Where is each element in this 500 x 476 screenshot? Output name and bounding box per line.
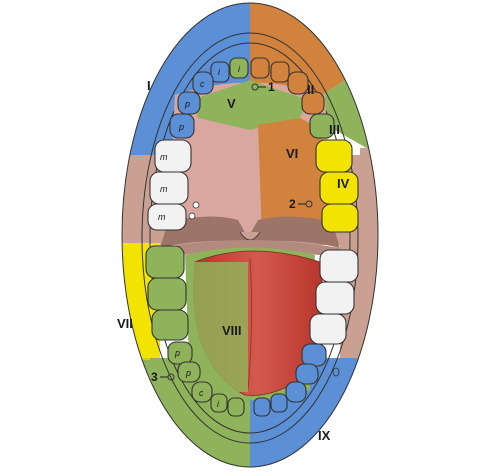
lower-molar-r2 [315, 281, 355, 315]
lower-premolar-r2 [295, 363, 319, 385]
label-lower-premolar-1: p [174, 348, 180, 358]
upper-incisor-1 [229, 57, 249, 79]
marker-3: 3 [151, 370, 175, 384]
upper-molar-l3 [147, 203, 187, 231]
upper-premolar-r1 [301, 91, 325, 115]
lower-molar-l3 [151, 309, 189, 341]
region-label-ii: II [307, 82, 314, 97]
lower-incisor-2 [227, 397, 245, 417]
label-upper-incisor-l: i [218, 67, 221, 77]
lower-teeth [145, 245, 359, 417]
lower-premolar-l2 [177, 361, 201, 383]
lower-canine-right [285, 381, 307, 403]
upper-incisor-3 [210, 61, 230, 83]
upper-incisor-4 [270, 61, 290, 83]
label-upper-premolar-2: p [178, 122, 184, 132]
region-label-viii: VIII [222, 323, 242, 338]
lower-premolar-r1 [301, 343, 327, 367]
lower-incisor-1 [210, 393, 228, 413]
label-lower-premolar-2: p [185, 368, 191, 378]
label-upper-canine: c [200, 79, 205, 89]
region-label-i: I [147, 78, 151, 93]
region-label-vi: VI [286, 146, 298, 161]
inner-lip-outline [141, 32, 359, 444]
region-label-vii: VII [117, 316, 133, 331]
upper-molar-r1 [315, 139, 353, 173]
upper-premolar-r2 [309, 113, 335, 139]
palatine-dot-1 [192, 201, 200, 209]
gum-outline [149, 42, 351, 434]
lower-molar-r1 [319, 249, 359, 283]
upper-teeth [147, 57, 359, 233]
lower-molar-r3 [309, 313, 347, 345]
region-v-fill [192, 80, 308, 130]
region-vii-fade [122, 340, 150, 360]
region-label-v: V [227, 96, 236, 111]
pointer-arrow-icon [305, 200, 313, 208]
upper-premolar-l2 [169, 113, 195, 139]
region-right-cheek-fill [360, 148, 378, 243]
region-label-iv: IV [337, 176, 350, 191]
upper-incisor-2 [250, 57, 270, 79]
label-upper-incisor-c: i [238, 64, 241, 74]
upper-molar-r3 [321, 203, 359, 233]
upper-molar-l2 [149, 171, 189, 205]
outer-lip-outline [121, 2, 379, 468]
lower-molar-l1 [145, 245, 185, 279]
region-label-iii: III [329, 122, 340, 137]
label-upper-premolar-1: p [184, 99, 190, 109]
region-label-ix: IX [318, 428, 331, 443]
marker-1: 1 [251, 80, 275, 94]
label-upper-molar-3: m [158, 212, 166, 222]
label-upper-molar-2: m [160, 184, 168, 194]
label-lower-canine: c [199, 388, 204, 398]
upper-canine-right [287, 71, 309, 95]
marker-2: 2 [289, 197, 313, 211]
marker-3-label: 3 [151, 370, 158, 384]
duct-opening [332, 367, 340, 377]
tongue-midline [247, 257, 252, 391]
marker-2-label: 2 [289, 197, 296, 211]
lower-incisor-3 [253, 397, 271, 417]
palatine-dot-2 [188, 212, 196, 220]
region-labels: I II III IV V VI VII VIII IX [117, 78, 350, 443]
pointer-arrow-icon [167, 373, 175, 381]
lower-canine-left [191, 381, 213, 403]
tooth-letters: i i c p p m m m p p c i [158, 64, 241, 409]
lower-molar-l2 [147, 277, 187, 311]
upper-canine-left [192, 71, 214, 95]
label-lower-incisor: i [217, 399, 220, 409]
lower-incisor-4 [270, 393, 288, 413]
label-upper-molar-1: m [160, 152, 168, 162]
soft-palate [160, 216, 340, 248]
marker-1-label: 1 [268, 80, 275, 94]
